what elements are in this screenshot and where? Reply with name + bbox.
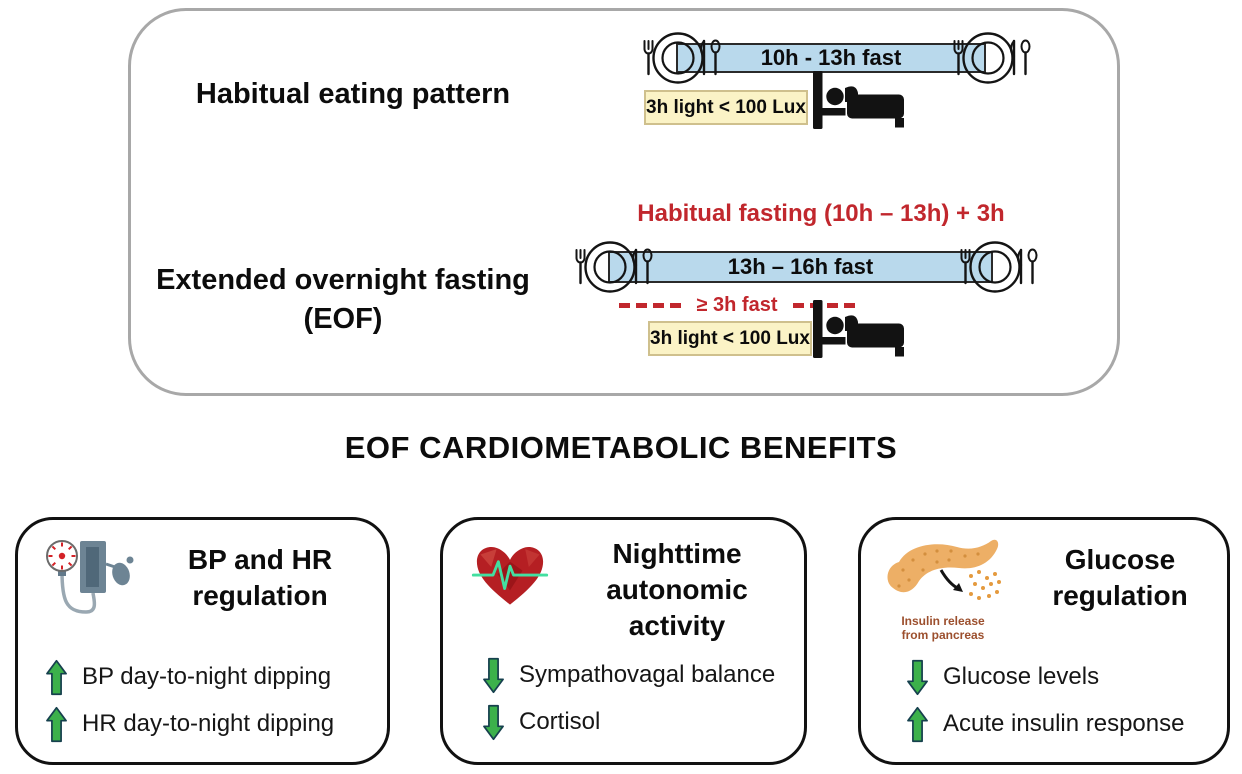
pancreas-icon-caption: Insulin release from pancreas	[869, 614, 1017, 642]
card-title: Nighttime autonomic activity	[568, 536, 786, 644]
benefit-item: Acute insulin response	[907, 705, 1184, 743]
habitual-fast-bar-label: 10h - 13h fast	[760, 45, 902, 70]
benefit-items: Sympathovagal balance Cortisol	[483, 656, 775, 741]
light-exposure-box: 3h light < 100 Lux	[648, 321, 812, 356]
section-title: EOF CARDIOMETABOLIC BENEFITS	[344, 430, 898, 465]
card-title-line: activity	[628, 610, 726, 641]
arrow-up-icon	[907, 706, 928, 742]
benefit-item: Cortisol	[483, 703, 775, 741]
arrow-up-icon	[46, 706, 67, 742]
benefit-item: HR day-to-night dipping	[46, 705, 334, 743]
arrow-up-icon	[46, 659, 67, 695]
benefit-items: Glucose levels Acute insulin response	[907, 658, 1184, 743]
benefit-card-glucose: Insulin release from pancreas Glucose re…	[858, 517, 1230, 765]
light-exposure-label: 3h light < 100 Lux	[646, 96, 806, 118]
eof-pattern-label-line: (EOF)	[303, 303, 383, 335]
place-setting-icon	[575, 241, 653, 293]
card-title: Glucose regulation	[1019, 542, 1221, 614]
sleep-bed-icon	[813, 300, 904, 358]
pancreas-icon	[887, 539, 1001, 600]
eof-fast-bar: 13h – 16h fast	[608, 251, 993, 283]
card-title-line: Nighttime	[612, 538, 742, 569]
blood-pressure-monitor-icon	[46, 540, 134, 614]
place-setting-icon	[960, 241, 1038, 293]
benefit-items: BP day-to-night dipping HR day-to-night …	[46, 658, 334, 743]
benefit-text: Acute insulin response	[943, 710, 1185, 737]
benefit-text: Glucose levels	[943, 663, 1100, 690]
red-dash-segment	[793, 302, 855, 308]
eating-patterns-panel: Habitual eating pattern 10h - 13h fast	[128, 8, 1120, 396]
min-fast-label: ≥ 3h fast	[696, 293, 778, 316]
benefit-item: Glucose levels	[907, 658, 1184, 696]
card-title-line: regulation	[1052, 580, 1188, 611]
eof-pattern-label-line: Extended overnight fasting	[156, 264, 530, 296]
arrow-down-icon	[907, 659, 928, 695]
eof-fast-bar-label: 13h – 16h fast	[727, 254, 874, 279]
benefit-card-bp-hr: BP and HR regulation BP day-to-night dip…	[15, 517, 390, 765]
place-setting-icon	[953, 32, 1031, 84]
arrow-down-icon	[483, 704, 504, 740]
benefit-text: HR day-to-night dipping	[82, 710, 335, 737]
benefit-text: Cortisol	[519, 708, 601, 735]
card-title-line: BP and HR	[187, 544, 333, 575]
pancreas-caption-line: from pancreas	[901, 628, 985, 642]
card-title-line: Glucose	[1064, 544, 1176, 575]
sleep-bed-icon	[813, 71, 904, 129]
place-setting-icon	[643, 32, 721, 84]
benefit-card-autonomic: Nighttime autonomic activity Sympathovag…	[440, 517, 807, 765]
eof-annotation: Habitual fasting (10h – 13h) + 3h	[637, 200, 1005, 227]
light-exposure-label: 3h light < 100 Lux	[650, 327, 810, 349]
benefit-item: Sympathovagal balance	[483, 656, 775, 694]
red-dash-segment	[619, 302, 681, 308]
heart-ecg-icon	[471, 547, 549, 605]
eof-pattern-label: Extended overnight fasting (EOF)	[133, 261, 553, 339]
benefit-item: BP day-to-night dipping	[46, 658, 334, 696]
benefit-text: Sympathovagal balance	[519, 661, 776, 688]
habitual-fast-bar: 10h - 13h fast	[676, 43, 986, 73]
benefit-text: BP day-to-night dipping	[82, 663, 332, 690]
card-title: BP and HR regulation	[146, 542, 374, 614]
pancreas-caption-line: Insulin release	[901, 614, 985, 628]
min-fast-annotation: ≥ 3h fast	[619, 293, 855, 316]
arrow-down-icon	[483, 657, 504, 693]
card-title-line: autonomic	[606, 574, 748, 605]
card-title-line: regulation	[192, 580, 328, 611]
habitual-pattern-label: Habitual eating pattern	[195, 78, 511, 110]
light-exposure-box: 3h light < 100 Lux	[644, 90, 808, 125]
